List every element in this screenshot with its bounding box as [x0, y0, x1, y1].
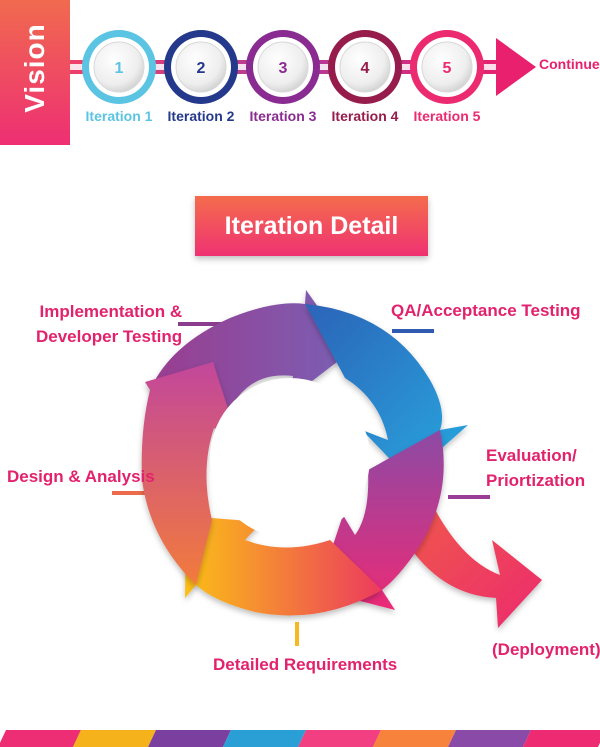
footer-stripe	[73, 730, 156, 747]
footer-stripes	[0, 730, 600, 747]
footer-stripe	[223, 730, 306, 747]
footer-stripe	[373, 730, 456, 747]
requirements-label: Detailed Requirements	[213, 655, 398, 674]
evaluation-label-line2: Priortization	[486, 471, 586, 490]
iteration-node-5: 5	[410, 30, 484, 104]
footer-stripe	[523, 730, 600, 747]
iteration-node-1: 1	[82, 30, 156, 104]
iteration-timeline: 1 2 3 4 5	[70, 30, 536, 104]
iteration-detail-title: Iteration Detail	[195, 196, 428, 256]
iteration-node-2: 2	[164, 30, 238, 104]
iteration-number: 1	[115, 60, 124, 77]
iteration-node-3: 3	[246, 30, 320, 104]
footer-stripe	[148, 730, 231, 747]
qa-segment	[305, 304, 468, 478]
iteration-label-4: Iteration 4	[331, 108, 399, 124]
footer-stripe	[298, 730, 381, 747]
requirements-segment	[185, 516, 382, 616]
continue-arrow-icon	[496, 38, 536, 96]
qa-label: QA/Acceptance Testing	[391, 301, 581, 320]
iteration-number: 5	[443, 60, 452, 77]
continue-label: Continue	[539, 56, 600, 72]
cycle-center	[210, 378, 370, 538]
iteration-number: 2	[197, 60, 206, 77]
vision-banner: Vision	[0, 0, 70, 145]
iteration-label-3: Iteration 3	[249, 108, 317, 124]
iteration-label-1: Iteration 1	[85, 108, 153, 124]
iteration-number: 4	[361, 60, 370, 77]
design-segment	[141, 362, 238, 585]
footer-stripe	[448, 730, 531, 747]
iteration-node-4: 4	[328, 30, 402, 104]
footer-stripe	[0, 730, 81, 747]
iteration-number: 3	[279, 60, 288, 77]
deployment-arrow	[405, 500, 542, 628]
implementation-label-line2: Developer Testing	[36, 327, 183, 346]
design-label: Design & Analysis	[7, 467, 155, 486]
implementation-label: Implementation & Developer Testing	[36, 299, 182, 349]
iteration-label-5: Iteration 5	[413, 108, 481, 124]
deployment-label: (Deployment)	[492, 640, 600, 659]
evaluation-label: Evaluation/ Priortization	[486, 443, 585, 493]
implementation-label-line1: Implementation &	[39, 302, 183, 321]
iteration-label-2: Iteration 2	[167, 108, 235, 124]
evaluation-label-line1: Evaluation/	[486, 446, 577, 465]
